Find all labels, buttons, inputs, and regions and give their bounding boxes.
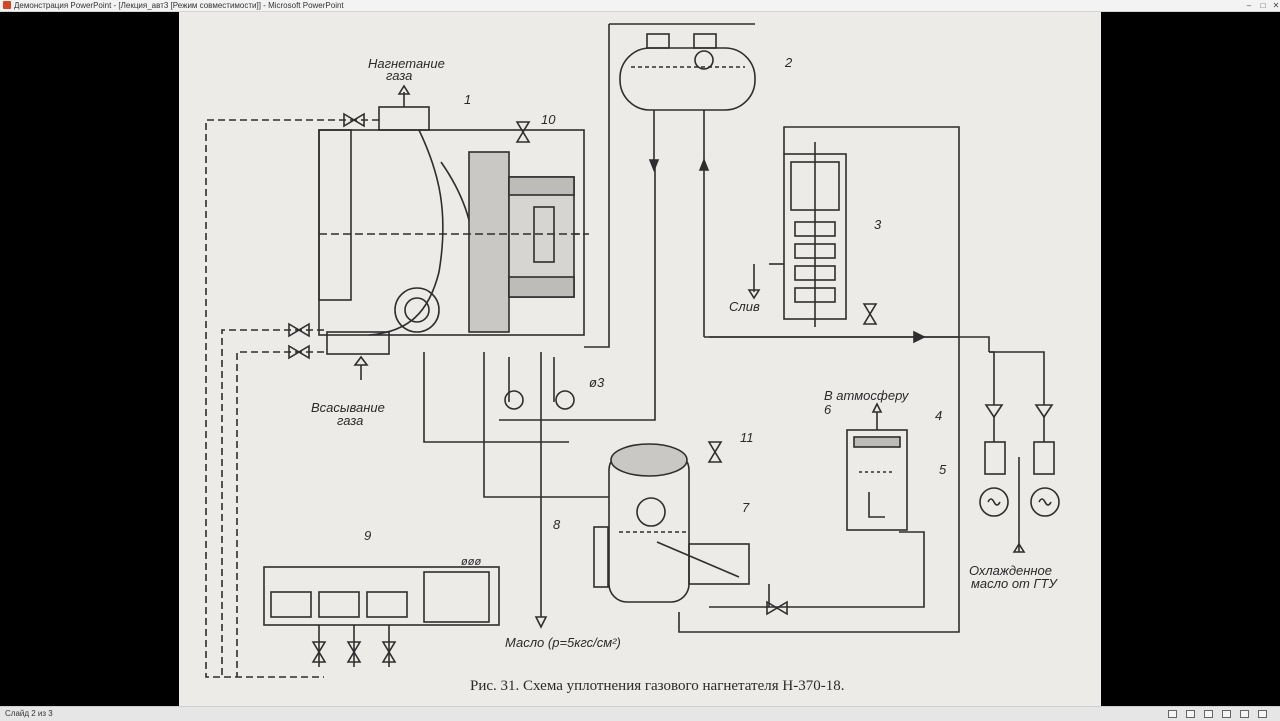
number-8: 8 — [553, 517, 561, 532]
number-2: 2 — [784, 55, 793, 70]
label-drain: Слив — [729, 299, 760, 314]
oil-vessel-7 — [608, 443, 750, 603]
reading-view-icon[interactable] — [1204, 710, 1213, 718]
window-titlebar: Демонстрация PowerPoint - [Лекция_авт3 [… — [0, 0, 1280, 12]
window-title: Демонстрация PowerPoint - [Лекция_авт3 [… — [14, 1, 344, 10]
label-diameter: ø3 — [589, 375, 605, 390]
label-gas-discharge: Нагнетание — [368, 56, 445, 71]
gas-impulse-lines — [205, 119, 379, 678]
bearing-housing — [508, 176, 589, 298]
slideshow-icon[interactable] — [1222, 710, 1231, 718]
statusbar: Слайд 2 из 3 — [0, 706, 1280, 721]
minimize-button[interactable]: – — [1246, 1, 1252, 10]
slide-counter: Слайд 2 из 3 — [5, 709, 53, 718]
close-button[interactable]: ✕ — [1272, 1, 1280, 10]
regulator-3 — [747, 142, 847, 327]
number-3: 3 — [874, 217, 882, 232]
number-6: 6 — [824, 402, 832, 417]
label-gas-discharge-2: газа — [386, 68, 412, 83]
zoom-in-icon[interactable] — [1258, 710, 1267, 718]
slide[interactable]: Нагнетание газа Всасывание газа Слив В а… — [179, 12, 1101, 706]
number-1: 1 — [464, 92, 471, 107]
slide-sorter-icon[interactable] — [1186, 710, 1195, 718]
valves — [288, 112, 878, 663]
maximize-button[interactable]: □ — [1260, 1, 1266, 10]
oil-piping — [423, 23, 1045, 633]
slideshow-area[interactable]: Нагнетание газа Всасывание газа Слив В а… — [0, 12, 1280, 706]
label-cooled-oil: Охлажденное — [969, 563, 1052, 578]
regulator-block-9 — [263, 566, 500, 667]
zoom-out-icon[interactable] — [1240, 710, 1249, 718]
label-oil-supply: Масло (р=5кгс/см²) — [505, 635, 621, 650]
number-4: 4 — [935, 408, 942, 423]
number-7: 7 — [742, 500, 750, 515]
label-to-atmosphere: В атмосферу — [824, 388, 910, 403]
label-cooled-oil-2: масло от ГТУ — [971, 576, 1058, 591]
number-5: 5 — [939, 462, 947, 477]
oil-tank-2 — [619, 33, 756, 337]
seal-scheme-diagram: Нагнетание газа Всасывание газа Слив В а… — [205, 23, 1060, 694]
figure-caption: Рис. 31. Схема уплотнения газового нагне… — [470, 678, 844, 694]
normal-view-icon[interactable] — [1168, 710, 1177, 718]
level-gauge — [593, 526, 609, 588]
powerpoint-app-icon — [3, 1, 11, 9]
label-gas-suction: Всасывание — [311, 400, 385, 415]
vent-tank-6 — [846, 402, 908, 531]
label-gas-suction-2: газа — [337, 413, 363, 428]
number-10: 10 — [541, 112, 556, 127]
number-9: 9 — [364, 528, 371, 543]
pump-group — [979, 404, 1060, 553]
label-orifices: øøø — [461, 556, 481, 568]
number-11: 11 — [740, 430, 754, 445]
